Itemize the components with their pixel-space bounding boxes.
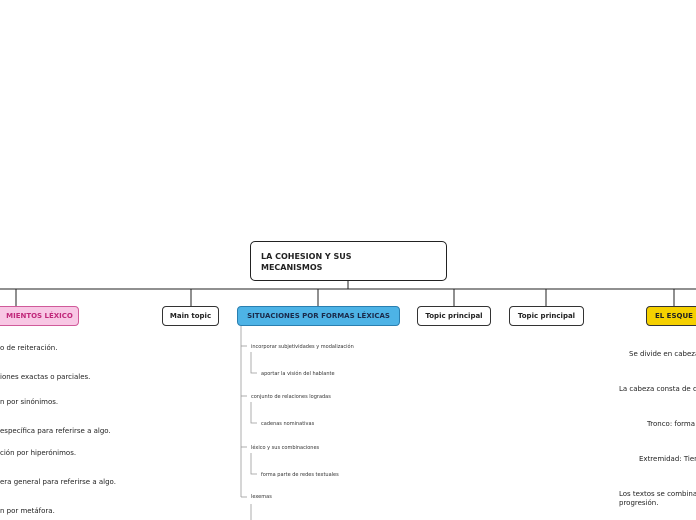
situacion-subitem[interactable]: forma parte de redes textuales — [261, 472, 339, 478]
lexico-item[interactable]: iones exactas o parciales. — [0, 373, 91, 381]
subtopic-branch — [250, 453, 257, 475]
situacion-item[interactable]: léxico y sus combinaciones — [251, 445, 320, 451]
topic-label: MIENTOS LÉXICO — [6, 312, 73, 320]
situacion-item[interactable]: conjunto de relaciones logradas — [251, 394, 331, 400]
topic-esquema[interactable]: EL ESQUE — [646, 306, 696, 326]
lexico-item[interactable]: específica para referirse a algo. — [0, 427, 111, 435]
esquema-item[interactable]: Los textos se combina — [619, 490, 696, 498]
esquema-item[interactable]: Tronco: forma — [647, 420, 696, 428]
esquema-item[interactable]: Se divide en cabeza — [629, 350, 696, 358]
situacion-subitem[interactable]: cadenas nominativas — [261, 421, 315, 427]
subtopic-branch — [250, 402, 257, 424]
topic-label: EL ESQUE — [655, 312, 693, 320]
esquema-item[interactable]: La cabeza consta de d — [619, 385, 696, 393]
lexico-item[interactable]: n por sinónimos. — [0, 398, 59, 406]
topic-principal-2[interactable]: Topic principal — [509, 306, 584, 326]
situacion-subitem[interactable]: aportar la visión del hablante — [261, 371, 335, 377]
topic-label: Topic principal — [517, 312, 576, 320]
lexico-item[interactable]: era general para referirse a algo. — [0, 478, 116, 486]
central-topic-line2: MECANISMOS — [261, 263, 323, 272]
topic-main[interactable]: Main topic — [162, 306, 219, 326]
situacion-item[interactable]: incorporar subjetividades y modalización — [251, 344, 354, 350]
situacion-item[interactable]: lexemas — [251, 494, 272, 500]
central-topic[interactable]: LA COHESION Y SUS MECANISMOS — [250, 241, 447, 281]
topic-label: SITUACIONES POR FORMAS LÉXICAS — [247, 312, 390, 320]
topic-principal-1[interactable]: Topic principal — [417, 306, 491, 326]
topic-label: Main topic — [169, 312, 212, 320]
topic-lexico[interactable]: MIENTOS LÉXICO — [0, 306, 79, 326]
lexico-item[interactable]: n por metáfora. — [0, 507, 55, 515]
esquema-item[interactable]: progresión. — [619, 499, 659, 507]
lexico-item[interactable]: o de reiteración. — [0, 344, 58, 352]
esquema-item[interactable]: Extremidad: Tien — [639, 455, 696, 463]
central-topic-line1: LA COHESION Y SUS — [261, 252, 352, 261]
subtopic-branch — [250, 352, 257, 374]
topic-situaciones[interactable]: SITUACIONES POR FORMAS LÉXICAS — [237, 306, 400, 326]
topic-label: Topic principal — [425, 312, 483, 320]
lexico-item[interactable]: ción por hiperónimos. — [0, 449, 77, 457]
